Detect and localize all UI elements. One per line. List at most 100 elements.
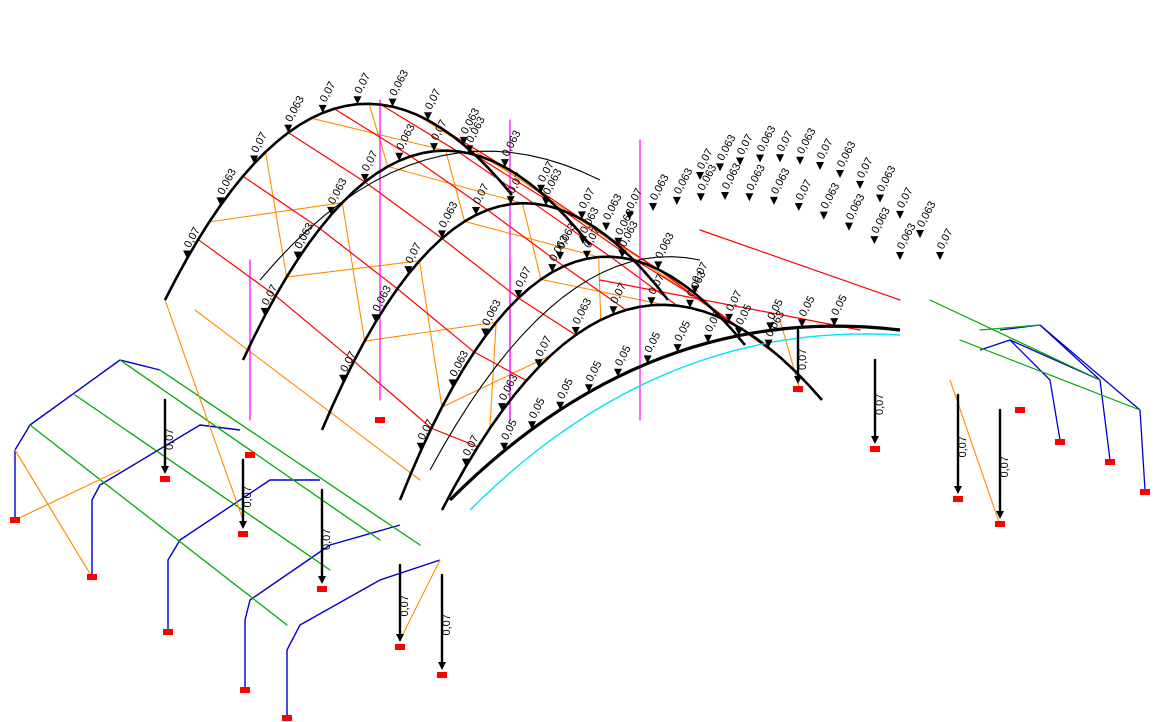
annex-right-frame-1 — [999, 324, 1111, 461]
down-arrow-load-icon — [896, 252, 904, 260]
load-value-label: 0,05 — [643, 330, 664, 355]
down-arrow-load-icon — [216, 197, 225, 206]
down-arrow-load-icon — [396, 634, 404, 642]
fixed-support-icon — [870, 446, 880, 452]
load-value-label: 0,05 — [527, 396, 548, 421]
down-arrow-load-icon — [776, 154, 784, 163]
down-arrow-load-icon — [614, 237, 623, 246]
load-value-label: 0,07 — [797, 349, 809, 370]
down-arrow-load-icon — [614, 368, 622, 377]
load-value-label: 0,07 — [338, 350, 359, 375]
annex-frame-3 — [167, 479, 320, 632]
load-value-label: 0,07 — [855, 156, 876, 181]
down-arrow-load-icon — [856, 180, 864, 189]
down-arrow-load-icon — [686, 299, 694, 308]
down-arrow-load-icon — [721, 192, 729, 200]
longitudinal-beam — [699, 229, 901, 301]
fixed-support-icon — [245, 452, 255, 458]
load-value-label: 0,063 — [388, 68, 412, 98]
down-arrow-load-icon — [716, 163, 724, 172]
annex-right-purlin — [979, 324, 1041, 331]
annex-right-frame-3 — [1039, 324, 1146, 491]
longitudinal-beams — [197, 104, 901, 448]
load-value-label: 0,07 — [353, 71, 374, 96]
load-value-label: 0,07 — [321, 529, 333, 550]
ground-arc-line — [469, 333, 901, 511]
load-value-label: 0,07 — [242, 486, 254, 507]
down-arrow-load-icon — [293, 251, 302, 260]
annex-purlin-1 — [29, 424, 288, 626]
annex-frame-4 — [244, 524, 401, 690]
load-value-label: 0,05 — [829, 293, 850, 318]
longitudinal-beam — [287, 132, 577, 336]
bracing-members — [14, 103, 1001, 641]
fixed-support-icon — [160, 476, 170, 482]
down-arrow-load-icon — [819, 211, 828, 220]
fixed-support-icon — [238, 531, 248, 537]
down-arrow-load-icon — [766, 322, 775, 331]
load-value-label: 0,063 — [216, 167, 240, 197]
down-arrow-load-icon — [876, 194, 884, 203]
down-arrow-load-icon — [643, 355, 652, 364]
load-value-label: 0,07 — [399, 595, 411, 616]
bracing-member — [441, 354, 552, 408]
down-arrow-load-icon — [725, 313, 734, 322]
down-arrow-load-icon — [438, 662, 446, 670]
down-arrow-load-icon — [672, 196, 681, 205]
bracing-member — [521, 202, 542, 280]
down-arrow-load-icon — [161, 466, 169, 474]
down-arrow-load-icon — [318, 104, 327, 113]
down-arrow-load-icon — [514, 290, 523, 299]
longitudinal-beam — [599, 279, 861, 331]
down-arrow-load-icon — [537, 184, 546, 193]
down-arrow-load-icon — [448, 379, 457, 388]
down-arrow-load-icon — [416, 442, 425, 451]
bracing-member — [445, 150, 466, 222]
load-value-label: 0,07 — [423, 87, 444, 112]
down-arrow-load-icon — [339, 374, 348, 383]
down-arrow-load-icon — [609, 306, 618, 315]
annex-frame-2 — [91, 424, 241, 577]
down-arrow-load-icon — [696, 193, 705, 202]
load-value-label: 0,07 — [957, 436, 969, 457]
annex-bracing — [14, 469, 121, 521]
bracing-member — [540, 278, 665, 306]
down-arrow-load-icon — [556, 252, 564, 260]
load-value-label: 0,07 — [895, 186, 916, 211]
down-arrow-load-icon — [796, 156, 804, 165]
down-arrow-load-icon — [318, 576, 326, 584]
annex-right-frame-2 — [979, 339, 1061, 441]
down-arrow-load-icon — [284, 124, 293, 133]
bracing-member — [569, 212, 696, 294]
down-arrow-load-icon — [534, 359, 543, 368]
load-value-label: 0,07 — [815, 137, 836, 162]
down-arrow-load-icon — [996, 511, 1004, 519]
down-arrow-load-icon — [577, 211, 586, 220]
fixed-support-icon — [1055, 439, 1065, 445]
down-arrow-load-icon — [388, 98, 397, 107]
down-arrow-load-icon — [673, 344, 682, 353]
down-arrow-load-icon — [481, 328, 490, 337]
annex-frames — [14, 299, 1146, 718]
down-arrow-load-icon — [250, 155, 259, 164]
down-arrow-load-icon — [404, 266, 413, 275]
annex-bracing — [14, 449, 93, 578]
load-value-label: 0,063 — [835, 140, 859, 170]
down-arrow-load-icon — [649, 203, 658, 212]
down-arrow-load-icon — [459, 136, 468, 145]
load-value-label: 0,063 — [394, 122, 418, 152]
load-value-label: 0,063 — [480, 298, 504, 328]
down-arrow-load-icon — [360, 173, 369, 182]
load-value-label: 0,063 — [895, 221, 919, 251]
load-value-label: 0,063 — [715, 133, 739, 163]
down-arrow-load-icon — [871, 436, 879, 444]
down-arrow-load-icon — [836, 170, 844, 179]
down-arrow-load-icon — [625, 211, 634, 220]
bracing-member — [489, 321, 497, 429]
load-value-label: 0,063 — [648, 172, 672, 202]
down-arrow-load-icon — [690, 285, 699, 294]
down-arrow-load-icon — [936, 252, 944, 260]
fixed-support-icon — [163, 629, 173, 635]
fixed-support-icon — [793, 386, 803, 392]
